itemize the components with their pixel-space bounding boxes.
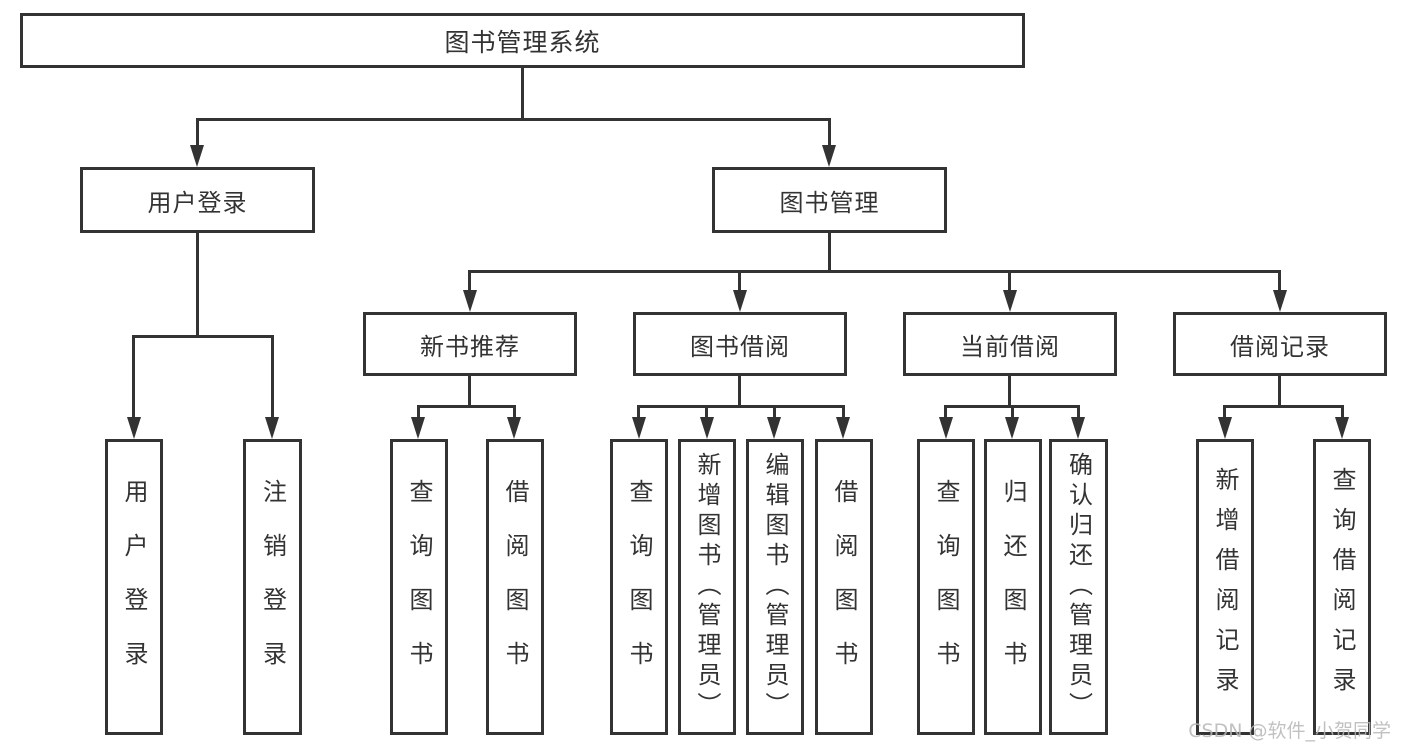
connector-line [468, 270, 471, 292]
leaf-confirm-return-admin: 确认归还（管理员） [1049, 439, 1108, 735]
leaf-label: 注销登录 [258, 479, 287, 695]
connector-line [1341, 405, 1344, 419]
connector-line [637, 405, 844, 408]
node-book-borrowing: 图书借阅 [633, 312, 847, 376]
connector-line [944, 405, 947, 419]
arrow-down-icon [265, 417, 279, 439]
connector-line [1278, 270, 1281, 292]
arrow-down-icon [700, 417, 714, 439]
arrow-down-icon [1005, 417, 1019, 439]
node-book-management: 图书管理 [712, 167, 947, 233]
leaf-edit-book-admin: 编辑图书（管理员） [746, 439, 804, 735]
leaf-query-books-borrowing: 查询图书 [610, 439, 668, 735]
arrow-down-icon [767, 417, 781, 439]
leaf-query-borrow-record: 查询借阅记录 [1313, 439, 1371, 735]
leaf-label: 新增借阅记录 [1211, 467, 1239, 707]
connector-line [196, 231, 199, 337]
connector-line [468, 374, 471, 407]
arrow-down-icon [1003, 290, 1017, 312]
node-new-book-recommend: 新书推荐 [363, 312, 577, 376]
connector-line [828, 231, 831, 272]
connector-line [773, 405, 776, 419]
leaf-label: 查询借阅记录 [1328, 467, 1356, 707]
arrow-down-icon [507, 417, 521, 439]
connector-line [842, 405, 845, 419]
arrow-down-icon [1218, 417, 1232, 439]
leaf-query-books-current: 查询图书 [917, 439, 975, 735]
leaf-return-book: 归还图书 [984, 439, 1042, 735]
connector-line [196, 118, 831, 121]
arrow-down-icon [733, 290, 747, 312]
node-borrow-records: 借阅记录 [1173, 312, 1387, 376]
connector-line [417, 405, 516, 408]
connector-line [637, 405, 640, 419]
connector-line [417, 405, 420, 419]
connector-line [738, 270, 741, 292]
connector-line [1223, 405, 1226, 419]
arrow-down-icon [190, 145, 204, 167]
connector-line [513, 405, 516, 419]
leaf-label: 编辑图书（管理员） [761, 452, 789, 722]
node-label: 新书推荐 [420, 332, 520, 361]
connector-line [1008, 374, 1011, 407]
leaf-user-login: 用户登录 [105, 439, 163, 735]
connector-line [738, 374, 741, 407]
node-label: 图书管理 [779, 188, 880, 217]
leaf-add-borrow-record: 新增借阅记录 [1196, 439, 1254, 735]
node-user-login: 用户登录 [80, 167, 315, 233]
leaf-label: 查询图书 [405, 479, 433, 695]
arrow-down-icon [836, 417, 850, 439]
leaf-label: 借阅图书 [501, 479, 529, 695]
arrow-down-icon [939, 417, 953, 439]
leaf-label: 新增图书（管理员） [693, 452, 721, 722]
connector-line [196, 118, 199, 148]
arrow-down-icon [822, 145, 836, 167]
arrow-down-icon [1273, 290, 1287, 312]
connector-line [1077, 405, 1080, 419]
connector-line [521, 66, 524, 120]
node-label: 用户登录 [147, 188, 248, 217]
arrow-down-icon [1335, 417, 1349, 439]
leaf-label: 借阅图书 [830, 479, 858, 695]
connector-line [1011, 405, 1014, 419]
node-label: 图书借阅 [690, 332, 790, 361]
node-label: 借阅记录 [1230, 332, 1330, 361]
connector-line [132, 335, 274, 338]
leaf-label: 查询图书 [932, 479, 960, 695]
connector-line [1223, 405, 1343, 408]
leaf-label: 确认归还（管理员） [1064, 452, 1093, 722]
leaf-borrow-books-recommend: 借阅图书 [486, 439, 544, 735]
connector-line [705, 405, 708, 419]
node-current-borrowing: 当前借阅 [903, 312, 1117, 376]
arrow-down-icon [411, 417, 425, 439]
node-label: 当前借阅 [960, 332, 1060, 361]
watermark: CSDN @软件_小贺同学 [1188, 720, 1391, 742]
leaf-label: 归还图书 [999, 479, 1027, 695]
connector-line [132, 335, 135, 419]
leaf-borrow-books-borrowing: 借阅图书 [815, 439, 873, 735]
leaf-label: 查询图书 [625, 479, 653, 695]
connector-line [468, 270, 1281, 273]
arrow-down-icon [463, 290, 477, 312]
connector-line [828, 118, 831, 148]
node-label: 图书管理系统 [444, 27, 601, 57]
leaf-label: 用户登录 [120, 479, 148, 695]
connector-line [1008, 270, 1011, 292]
leaf-logout-login: 注销登录 [243, 439, 302, 735]
leaf-add-book-admin: 新增图书（管理员） [678, 439, 736, 735]
node-library-management-system: 图书管理系统 [20, 13, 1025, 68]
connector-line [271, 335, 274, 419]
arrow-down-icon [632, 417, 646, 439]
arrow-down-icon [1071, 417, 1085, 439]
connector-line [1278, 374, 1281, 407]
leaf-query-books-recommend: 查询图书 [390, 439, 448, 735]
arrow-down-icon [127, 417, 141, 439]
